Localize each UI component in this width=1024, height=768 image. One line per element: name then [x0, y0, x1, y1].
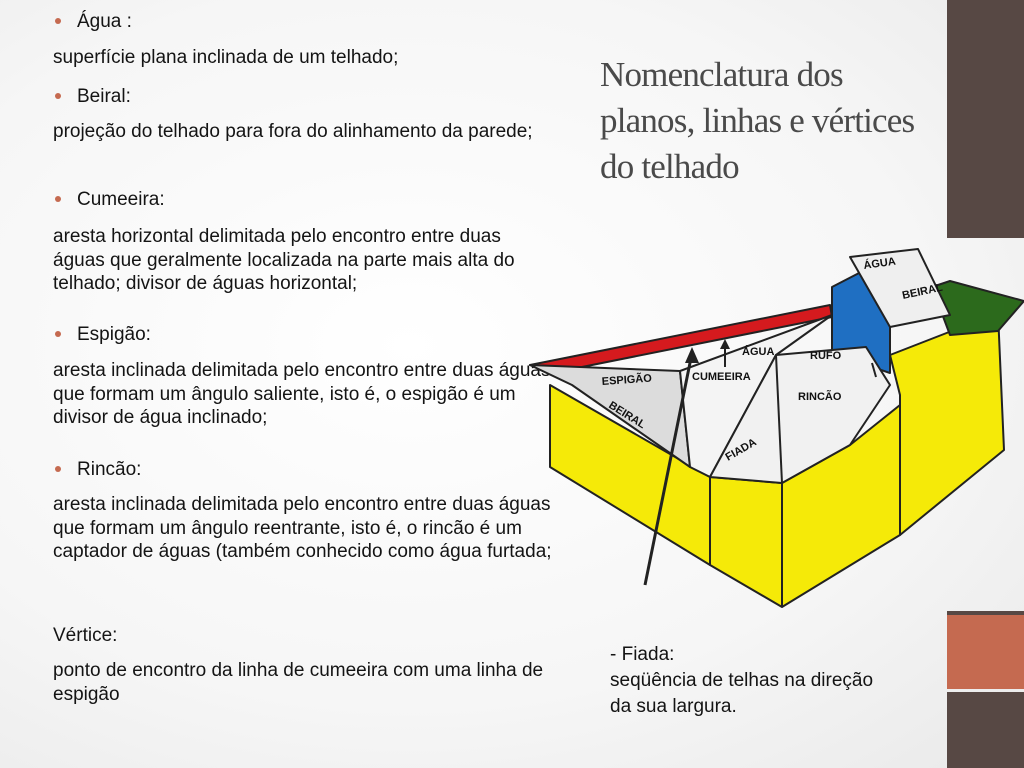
definition-text: ponto de encontro da linha de cumeeira c…: [53, 660, 544, 705]
rincao-line: [775, 354, 783, 484]
roof-diagram: ÁGUA BEIRAL ÁGUA RUFO ESPIGÃO CUMEEIRA R…: [529, 248, 1024, 608]
label-espigao: ESPIGÃO: [601, 371, 652, 387]
roof-plane-right: [709, 346, 891, 484]
definition-text: aresta inclinada delimitada pelo encontr…: [53, 360, 551, 429]
slide-title: Nomenclatura dos planos, linhas e vértic…: [600, 55, 915, 186]
decorative-bar-bottom: [947, 692, 1024, 768]
fiada-note-line: seqüência de telhas na direção: [610, 669, 874, 691]
definition-text: superfície plana inclinada de um telhado…: [53, 47, 399, 68]
fiada-note-line: da sua largura.: [610, 695, 737, 717]
bullet-item-agua: Água :: [53, 10, 553, 34]
green-roof: [931, 280, 1024, 336]
bullet-item-espigao: Espigão:: [53, 323, 553, 347]
bullet-label: Beiral:: [77, 86, 131, 107]
bullet-dot: [55, 18, 61, 24]
fiada-note: - Fiada: seqüência de telhas na direção …: [610, 642, 940, 719]
bullet-item-beiral: Beiral:: [53, 85, 553, 109]
fiada-note-heading: - Fiada:: [610, 644, 675, 665]
decorative-bar-top: [947, 0, 1024, 238]
bullet-item-rincao: Rincão:: [53, 458, 553, 482]
definition-text: aresta inclinada delimitada pelo encontr…: [53, 494, 552, 563]
arrow-head: [685, 347, 699, 363]
vertice-heading: Vértice:: [53, 625, 118, 646]
bullet-dot: [55, 196, 61, 202]
bullet-dot: [55, 331, 61, 337]
bullet-item-cumeeira: Cumeeira:: [53, 188, 553, 212]
label-agua-top: ÁGUA: [863, 255, 897, 272]
label-cumeeira: CUMEEIRA: [692, 371, 751, 383]
label-agua: ÁGUA: [742, 345, 774, 358]
bullet-dot: [55, 93, 61, 99]
definitions-list: Água : superfície plana inclinada de um …: [53, 0, 553, 768]
arrow-line: [871, 362, 877, 378]
roof-top-plane: [849, 248, 951, 328]
wall-right: [889, 312, 1005, 536]
bullet-dot: [55, 466, 61, 472]
bullet-label: Rincão:: [77, 459, 142, 480]
label-rufo: RUFO: [810, 350, 842, 362]
bullet-label: Cumeeira:: [77, 189, 165, 210]
bullet-label: Água :: [77, 11, 132, 32]
definition-text: projeção do telhado para fora do alinham…: [53, 121, 533, 142]
decorative-bar-line: [947, 611, 1024, 615]
definition-text: aresta horizontal delimitada pelo encont…: [53, 226, 515, 295]
label-rincao: RINCÃO: [798, 390, 842, 403]
arrow-head: [720, 339, 730, 349]
decorative-bar-accent: [947, 615, 1024, 689]
arrow-line: [643, 352, 694, 586]
bullet-label: Espigão:: [77, 324, 151, 345]
